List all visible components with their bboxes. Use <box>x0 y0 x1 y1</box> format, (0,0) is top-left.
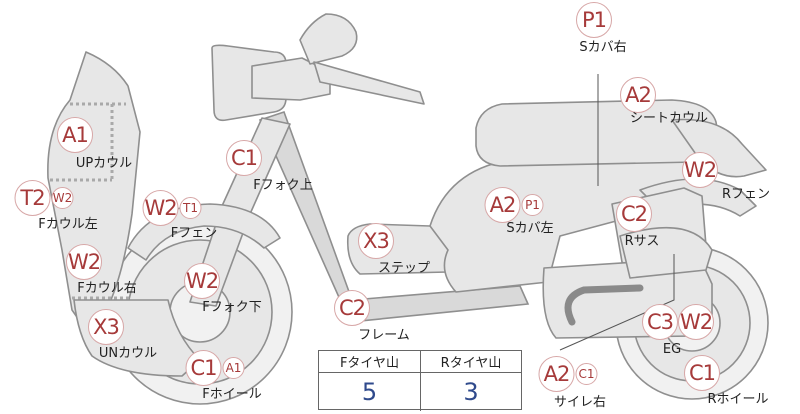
part-label-up-cowl: UPカウル <box>75 156 133 171</box>
damage-code-badge: T2 <box>14 180 51 216</box>
damage-code-badge: A2 <box>484 187 521 223</box>
damage-code-badge: A2 <box>538 356 575 392</box>
damage-code-badge: W2 <box>184 263 220 299</box>
damage-code-badge-small: A1 <box>222 357 245 379</box>
part-label-s-cover-right: Sカバ右 <box>579 40 627 55</box>
part-label-rear-suspension: Rサス <box>624 234 660 249</box>
tag-up-cowl: A1 <box>57 117 93 153</box>
part-label-front-cowl-right: Fカウル右 <box>77 281 137 296</box>
part-label-front-cowl-left: Fカウル左 <box>38 217 98 232</box>
tag-rear-wheel: C1 <box>684 355 720 391</box>
leader-silencer <box>559 254 675 351</box>
tag-s-cover-right: P1 <box>576 2 612 38</box>
rear-tread-header: Rタイヤ山 <box>420 351 521 373</box>
damage-code-badge: W2 <box>682 152 718 188</box>
damage-code-badge: X3 <box>88 309 124 345</box>
damage-code-badge-small: C1 <box>575 363 598 385</box>
part-label-under-cowl: UNカウル <box>98 346 158 361</box>
tag-front-fork-lower: W2 <box>184 263 220 299</box>
tag-front-cowl-left: T2 W2 <box>14 180 74 216</box>
damage-code-badge: C1 <box>684 355 720 391</box>
damage-code-badge-small: T1 <box>179 197 202 219</box>
tag-s-cover-left: A2 P1 <box>484 187 544 223</box>
tag-under-cowl: X3 <box>88 309 124 345</box>
damage-code-badge: C3 <box>642 304 678 340</box>
damage-code-badge: A2 <box>620 77 656 113</box>
part-label-s-cover-left: Sカバ左 <box>506 221 554 236</box>
tag-engine: C3 W2 <box>642 304 714 340</box>
front-tread-value: 5 <box>361 378 378 406</box>
front-tread-header: Fタイヤ山 <box>319 351 420 373</box>
damage-code-badge: A1 <box>57 117 93 153</box>
tag-front-wheel: C1 A1 <box>185 350 245 386</box>
damage-code-badge-small: W2 <box>51 187 74 209</box>
part-label-frame: フレーム <box>358 328 410 343</box>
tag-frame: C2 <box>334 290 370 326</box>
part-label-seat-cowl: シートカウル <box>629 111 709 126</box>
damage-code-badge: C1 <box>226 140 262 176</box>
part-label-front-fork-upper: Fフォク上 <box>253 178 313 193</box>
damage-code-badge: X3 <box>358 223 394 259</box>
tag-silencer-right: A2 C1 <box>538 356 598 392</box>
damage-code-badge: W2 <box>678 304 714 340</box>
tag-front-cowl-right: W2 <box>66 244 102 280</box>
tag-step: X3 <box>358 223 394 259</box>
part-label-front-fender: Fフェン <box>170 226 218 241</box>
tag-seat-cowl: A2 <box>620 77 656 113</box>
part-label-rear-wheel: Rホイール <box>707 392 769 407</box>
tag-front-fork-upper: C1 <box>226 140 262 176</box>
part-label-front-fork-lower: Fフォク下 <box>202 300 262 315</box>
damage-code-badge-small: P1 <box>521 194 544 216</box>
tag-rear-fender: W2 <box>682 152 718 188</box>
rear-tread-value: 3 <box>420 373 521 411</box>
tire-tread-table: Fタイヤ山 Rタイヤ山 5 3 <box>318 350 522 411</box>
part-label-engine: EG <box>662 342 682 357</box>
tag-front-fender: W2 T1 <box>142 190 202 226</box>
part-label-front-wheel: Fホイール <box>202 387 262 402</box>
part-label-rear-fender: Rフェン <box>721 187 771 202</box>
part-label-silencer-right: サイレ右 <box>553 395 607 410</box>
damage-code-badge: P1 <box>576 2 612 38</box>
tag-rear-suspension: C2 <box>616 196 652 232</box>
damage-code-badge: W2 <box>142 190 179 226</box>
damage-code-badge: W2 <box>66 244 102 280</box>
damage-code-badge: C1 <box>185 350 222 386</box>
damage-code-badge: C2 <box>616 196 652 232</box>
handlebar-shape <box>211 13 425 122</box>
damage-code-badge: C2 <box>334 290 370 326</box>
part-label-step: ステップ <box>377 261 431 276</box>
